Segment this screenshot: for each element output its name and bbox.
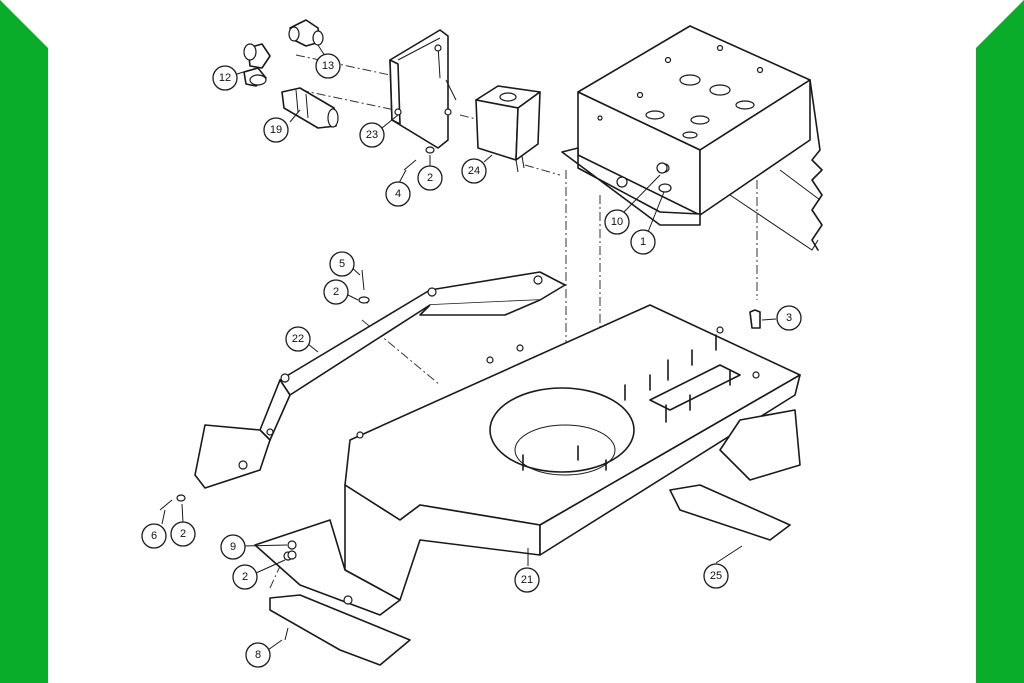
svg-text:10: 10 [611,216,623,228]
svg-text:2: 2 [333,286,339,298]
svg-text:25: 25 [710,570,722,582]
svg-text:4: 4 [395,188,401,200]
svg-text:6: 6 [151,530,157,542]
callout-5: 5 [329,251,355,277]
connector-fitting-19 [281,87,339,129]
callout-10: 10 [604,209,630,235]
svg-text:2: 2 [242,571,248,583]
svg-text:22: 22 [292,333,304,345]
mounting-bracket-23 [389,29,457,149]
svg-text:2: 2 [427,172,433,184]
solenoid-block-24 [475,85,541,173]
callout-9: 9 [220,534,246,560]
svg-text:1: 1 [640,236,646,248]
callout-3: 3 [776,305,802,331]
callout-21: 21 [514,567,540,593]
svg-text:9: 9 [230,541,236,553]
callout-19: 19 [263,117,289,143]
valve-block [561,25,823,251]
left-band-shape [0,0,48,683]
callout-2-frame: 2 [323,279,349,305]
callout-13: 13 [315,53,341,79]
frame-bracket-22 [194,271,566,489]
callout-6: 6 [141,523,167,549]
callout-1: 1 [630,229,656,255]
svg-text:24: 24 [468,165,480,177]
callout-4: 4 [385,181,411,207]
callout-2-upper: 2 [417,165,443,191]
callout-23: 23 [359,122,385,148]
leader-lines [161,44,777,651]
callout-22: 22 [285,326,311,352]
callout-2-left: 2 [170,521,196,547]
elbow-fitting-12 [243,43,271,87]
assembly-centerlines [269,54,758,589]
svg-text:5: 5 [339,258,345,270]
callout-25: 25 [703,563,729,589]
svg-text:13: 13 [322,60,334,72]
svg-text:21: 21 [521,574,533,586]
callout-2-bottom: 2 [232,564,258,590]
svg-text:23: 23 [366,129,378,141]
right-band-shape [976,0,1024,683]
main-base-21 [254,304,801,666]
svg-text:19: 19 [270,124,282,136]
svg-text:12: 12 [219,72,231,84]
callout-24: 24 [461,158,487,184]
svg-text:3: 3 [786,312,792,324]
svg-text:2: 2 [180,528,186,540]
fasteners [159,146,761,641]
callout-12: 12 [212,65,238,91]
callout-8: 8 [245,642,271,668]
svg-text:8: 8 [255,649,261,661]
elbow-fitting-13 [288,19,324,47]
